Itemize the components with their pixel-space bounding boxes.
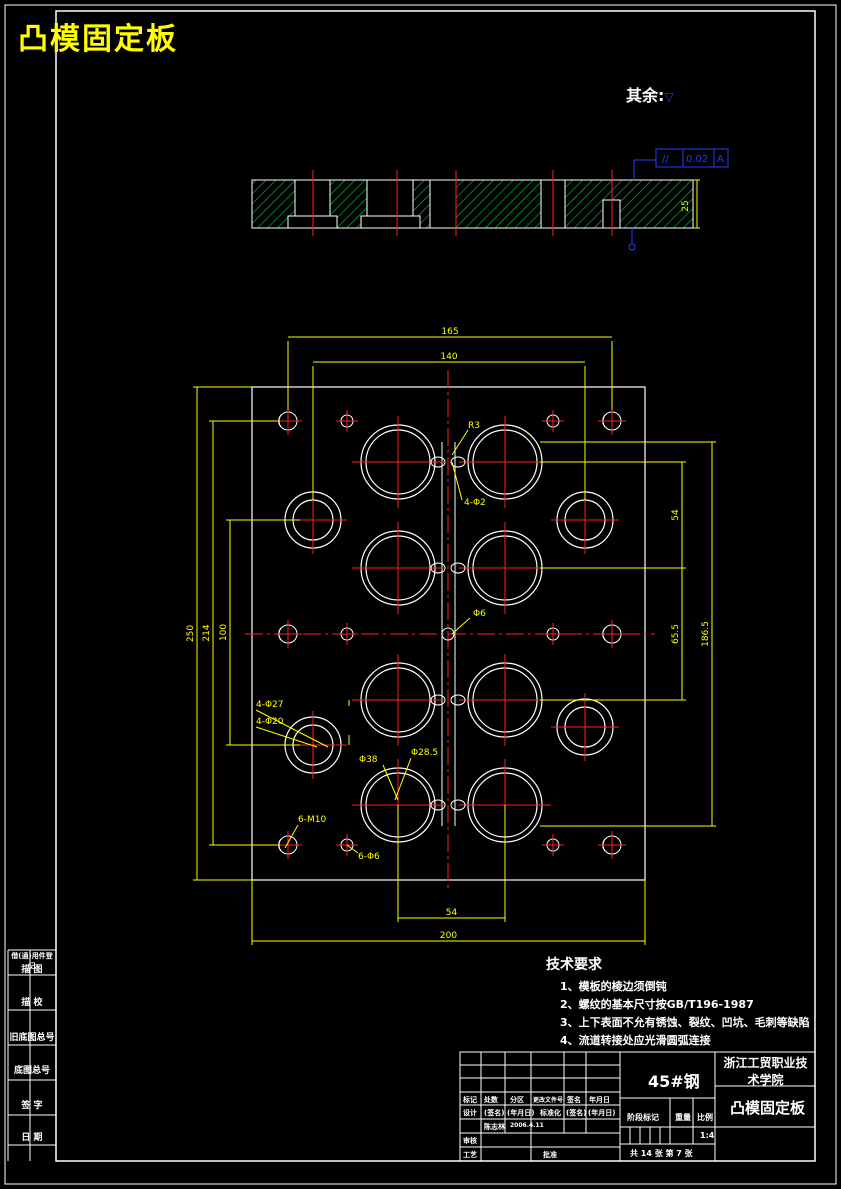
title-block-grid (459, 1051, 816, 1162)
side-label: 签 字 (21, 1101, 43, 1111)
r3-callout: R3 (468, 421, 480, 431)
surface-roughness-note: 其余:▽ (626, 86, 674, 105)
stage-label: 阶段标记 (627, 1113, 659, 1122)
tech-item: 1、模板的棱边须倒钝 (560, 980, 667, 993)
four-phi2-callout: 4-Φ2 (464, 498, 486, 508)
side-label: 借(通)用件登记 (11, 952, 53, 970)
dimension-layer: 165 140 200 54 250 214 100 54 65.5 186.5 (186, 327, 716, 945)
callout-labels: R3 4-Φ2 Φ6 4-Φ27 4-Φ20 Φ38 Φ28.5 6-M10 6… (256, 421, 486, 862)
design-row-cell: 设计 (463, 1109, 477, 1117)
side-label: 底图总号 (13, 1066, 50, 1076)
weight-label: 重量 (675, 1113, 691, 1122)
tech-requirements: 技术要求 1、模板的棱边须倒钝 2、螺纹的基本尺寸按GB/T196-1987 3… (546, 954, 810, 1050)
gate-node (430, 694, 446, 706)
four-phi27-callout: 4-Φ27 (256, 700, 284, 710)
dim-text: 54 (671, 509, 681, 521)
side-label: 旧底图总号 (9, 1033, 55, 1043)
outer-border (4, 4, 837, 1185)
gate-node (450, 799, 466, 811)
row-label: 更改文件号 (533, 1097, 564, 1104)
side-label: 日 期 (21, 1133, 43, 1143)
sheet-info: 共 14 张 第 7 张 (630, 1149, 693, 1158)
holes-layer (274, 407, 626, 859)
part-name: 凸模固定板 (730, 1099, 806, 1117)
side-label: 描 图 (21, 965, 43, 975)
row-label: 处数 (484, 1096, 498, 1104)
inner-frame (55, 10, 816, 1162)
tolerance-frame: // 0.02 A (633, 148, 729, 180)
review-label: 审核 (463, 1137, 477, 1145)
phi6-callout: Φ6 (473, 609, 486, 619)
dim-text: 165 (441, 327, 458, 337)
row-label: 签名 (567, 1096, 581, 1104)
phi38-callout: Φ38 (359, 755, 378, 765)
approve-label: 批准 (543, 1151, 557, 1159)
roughness-icon: ▽ (664, 90, 674, 104)
tech-title: 技术要求 (546, 957, 602, 973)
school-name: 浙江工贸职业技术学院 (723, 1056, 808, 1087)
tech-item: 2、螺纹的基本尺寸按GB/T196-1987 (560, 998, 754, 1011)
ratio-label: 比例 (697, 1113, 713, 1122)
gate-node (450, 562, 466, 574)
dim-text: 65.5 (671, 624, 681, 644)
tech-item: 3、上下表面不允有锈蚀、裂纹、凹坑、毛刺等缺陷 (560, 1016, 810, 1029)
six-m10-callout: 6-M10 (298, 815, 326, 825)
row-label: 标记 (463, 1096, 477, 1104)
phi28-5-callout: Φ28.5 (411, 748, 438, 758)
gate-node (430, 799, 446, 811)
svg-text://: // (662, 154, 669, 165)
section-view: 25 // 0.02 A (251, 148, 729, 251)
callout-leaders (255, 429, 471, 854)
dim-text: 186.5 (701, 621, 711, 647)
gate-node (450, 456, 466, 468)
plan-view (245, 370, 655, 890)
six-phi6-callout: 6-Φ6 (358, 852, 380, 862)
dim-text: 250 (186, 625, 196, 642)
thickness-dim: 25 (681, 200, 691, 211)
svg-text:A: A (717, 154, 724, 165)
design-date: 2006.4.11 (510, 1122, 544, 1129)
material-label: 45#钢 (648, 1072, 700, 1091)
row-label: 年月日 (589, 1096, 610, 1104)
side-panel-grid (7, 949, 56, 1161)
dim-text: 214 (202, 624, 212, 641)
row-label: 分区 (510, 1096, 524, 1104)
dim-text: 140 (440, 352, 457, 362)
dim-text: 54 (446, 908, 458, 918)
design-row-cell: (年月日) (588, 1109, 616, 1117)
sprue-hole (441, 627, 455, 641)
process-label: 工艺 (463, 1151, 477, 1159)
side-label: 描 校 (21, 998, 43, 1008)
design-row-cell: (签名) (484, 1109, 505, 1117)
svg-text:0.02: 0.02 (686, 154, 708, 165)
scale-value: 1:4 (700, 1131, 715, 1140)
design-row-cell: (签名) (566, 1109, 587, 1117)
gate-node (430, 456, 446, 468)
drawing-title: 凸模固定板 (18, 22, 178, 57)
four-phi20-callout: 4-Φ20 (256, 717, 284, 727)
design-row-cell: 标准化 (540, 1109, 561, 1117)
tech-item: 4、流道转接处应光滑圆弧连接 (560, 1034, 711, 1047)
gate-node (430, 562, 446, 574)
gate-node (450, 694, 466, 706)
dim-text: 200 (440, 931, 457, 941)
design-row-cell: (年月日) (507, 1109, 535, 1117)
dim-text: 100 (219, 624, 229, 641)
designer-name: 陈志林 (484, 1123, 505, 1131)
